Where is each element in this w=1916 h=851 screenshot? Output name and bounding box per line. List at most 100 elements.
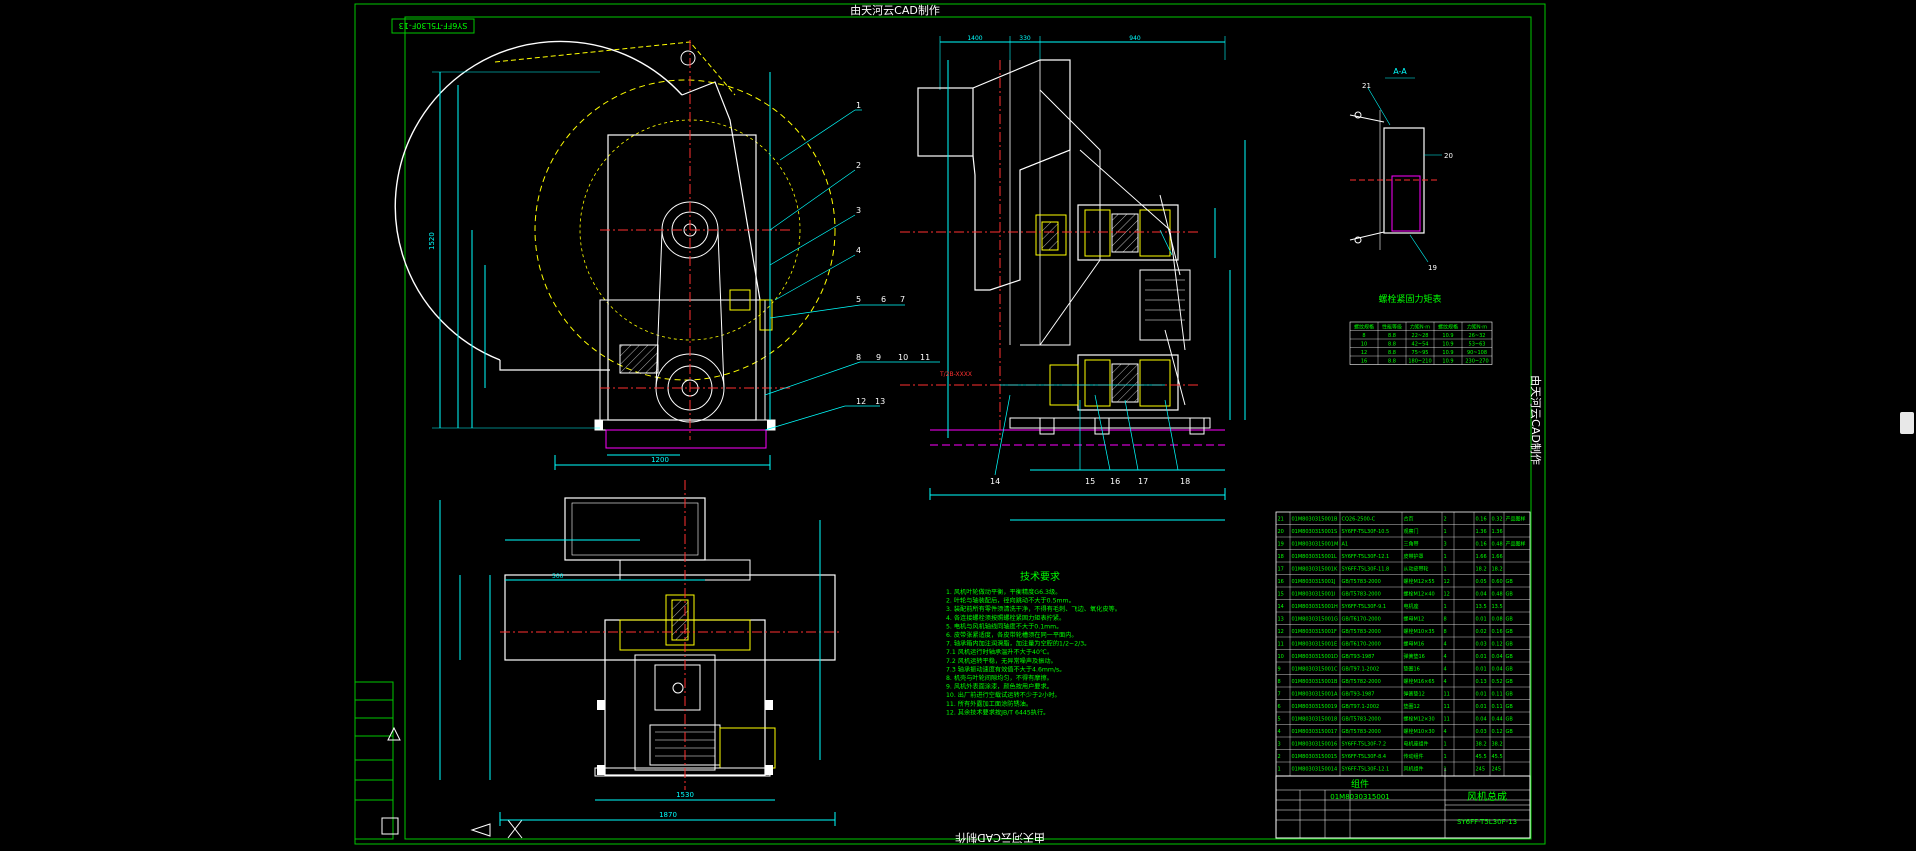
callout-16: 16	[1110, 477, 1120, 486]
section-label: A-A	[1393, 67, 1407, 76]
bom-cell: 1.36	[1476, 529, 1487, 535]
bom-cell: 0.16	[1492, 629, 1503, 635]
bom-cell: 螺栓M12×40	[1404, 591, 1435, 598]
bom-cell: 01M8030315001J	[1292, 579, 1336, 585]
bom-cell: 观察门	[1404, 528, 1419, 535]
bom-cell: 11	[1278, 642, 1284, 648]
bom-cell: 01M8030315001M	[1292, 542, 1339, 548]
dim-bottom-2: 1530	[676, 791, 694, 799]
bom-cell: 01M80303150018	[1292, 717, 1338, 723]
bom-cell: 从动皮带轮	[1404, 566, 1429, 573]
bolt-table-cell: 螺纹规格	[1438, 323, 1458, 330]
bolt-table-cell: 42~54	[1412, 341, 1429, 347]
side-view: 1400 330 940	[900, 35, 1246, 521]
bom-cell: 1	[1444, 567, 1447, 573]
callout-21: 21	[1362, 82, 1371, 90]
bom-cell: SY6FF-T5L30F-8.4	[1342, 754, 1387, 760]
bom-cell: 螺栓M10×30	[1404, 728, 1435, 735]
title-block: 组件 01M8030315001 风机总成 SY6FF-T5L30F-13	[1275, 768, 1531, 839]
bom-cell: SY6FF-T5L30F-10.5	[1342, 529, 1390, 535]
bom-cell: GB/T97.1-2002	[1342, 667, 1380, 673]
bom-cell: 螺母M16	[1404, 641, 1425, 648]
bom-cell: GB/T5782-2000	[1342, 679, 1381, 685]
bom-cell: GB	[1506, 642, 1514, 648]
bolt-table-cell: 10.9	[1442, 341, 1453, 347]
callout-6: 6	[881, 295, 886, 304]
bom-cell: 合页	[1404, 516, 1414, 523]
dim-front-w: 1200	[651, 456, 669, 464]
callout-15: 15	[1085, 477, 1095, 486]
bom-cell: GB/T6170-2000	[1342, 617, 1381, 623]
callout-1: 1	[856, 101, 861, 110]
bom-cell: 0.11	[1492, 692, 1503, 698]
bom-cell: 4	[1444, 667, 1447, 673]
bom-cell: 01M8030315001I	[1292, 592, 1336, 598]
bom-cell: GB	[1506, 579, 1514, 585]
bom-cell: 0.48	[1492, 542, 1503, 548]
tech-line: 7.3 轴承振动速度有效值不大于4.6mm/s。	[946, 665, 1065, 673]
tech-line: 7.1 风机运行时轴承温升不大于40℃。	[946, 648, 1053, 656]
bom-cell: 1	[1444, 754, 1447, 760]
tech-line: 12. 其余技术要求按JB/T 6445执行。	[946, 708, 1049, 716]
bom-cell: 01M8030315001L	[1292, 554, 1337, 560]
callout-12: 12	[856, 397, 866, 406]
bolt-table-cell: 75~95	[1412, 350, 1429, 356]
tech-line: 1. 风机叶轮做动平衡，平衡精度G6.3级。	[946, 588, 1061, 596]
tech-line: 5. 电机与风机轴线同轴度不大于0.1mm。	[946, 622, 1062, 630]
bom-cell: 0.32	[1492, 517, 1503, 523]
bom-cell: GB/T5783-2000	[1342, 629, 1381, 635]
bom-cell: GB/T93-1987	[1342, 692, 1375, 698]
bom-cell: 21	[1278, 517, 1284, 523]
bolt-table-cell: 53~63	[1469, 341, 1486, 347]
tech-line: 7.2 风机运转平稳，无异常噪声及振动。	[946, 657, 1057, 665]
bom-cell: 16	[1278, 579, 1284, 585]
bom-cell: GB	[1506, 704, 1514, 710]
bom-cell: GB	[1506, 617, 1514, 623]
bom-cell: 12	[1444, 579, 1450, 585]
tech-line: 11. 所有外露加工面涂防锈油。	[946, 700, 1032, 708]
bom-cell: GB	[1506, 679, 1514, 685]
bom-cell: 1.36	[1492, 529, 1503, 535]
vertical-scrollbar[interactable]	[1898, 0, 1916, 847]
callout-11: 11	[920, 353, 930, 362]
scroll-thumb[interactable]	[1900, 412, 1914, 434]
dim-side-top2: 330	[1019, 35, 1031, 42]
bom-cell: 11	[1444, 692, 1450, 698]
bom-cell: 01M8030315001D	[1292, 654, 1338, 660]
bom-cell: 01M8030315001F	[1292, 629, 1337, 635]
bom-cell: 弹簧垫16	[1404, 653, 1425, 660]
sheet-code: SY6FF-T5L30F-13	[399, 21, 468, 30]
bom-cell: 0.13	[1476, 679, 1487, 685]
bom-cell: GB	[1506, 629, 1514, 635]
bom-cell: 0.60	[1492, 579, 1503, 585]
bom-cell: 01M8030315001G	[1292, 617, 1338, 623]
bom-cell: 0.16	[1476, 517, 1487, 523]
bom-cell: 01M80303150019	[1292, 704, 1338, 710]
bolt-table-cell: 10.9	[1442, 358, 1453, 364]
bom-cell: 20	[1278, 529, 1284, 535]
bom-cell: 0.04	[1476, 592, 1487, 598]
bom-cell: 垫圈16	[1404, 666, 1420, 673]
callout-20: 20	[1444, 152, 1453, 160]
sheet-inner-frame	[404, 16, 1532, 840]
bom-cell: 三角带	[1404, 541, 1419, 548]
bom-cell: 38.2	[1476, 742, 1487, 748]
tech-title: 技术要求	[1020, 570, 1060, 583]
title-drawing-no: 01M8030315001	[1330, 793, 1389, 801]
tech-line: 4. 各连接螺栓须按照螺栓紧固力矩表拧紧。	[946, 614, 1065, 622]
dim-front-h1: 1520	[428, 232, 436, 250]
bom-cell: 0.12	[1492, 729, 1503, 735]
bom-cell: 245	[1492, 767, 1502, 773]
bolt-table-cell: 230~270	[1465, 358, 1488, 364]
bolt-table-title: 螺栓紧固力矩表	[1378, 293, 1441, 305]
bolt-table-cell: 8.8	[1388, 341, 1396, 347]
bom-cell: 产品图样	[1506, 541, 1526, 548]
callout-10: 10	[898, 353, 908, 362]
bom-cell: GB/T97.1-2002	[1342, 704, 1380, 710]
bom-cell: GB/T93-1987	[1342, 654, 1375, 660]
bom-cell: 01M8030315001B	[1292, 679, 1338, 685]
bom-cell: 垫圈12	[1404, 703, 1420, 710]
callout-14: 14	[990, 477, 1000, 486]
title-top: 由天河云CAD制作	[850, 3, 940, 17]
